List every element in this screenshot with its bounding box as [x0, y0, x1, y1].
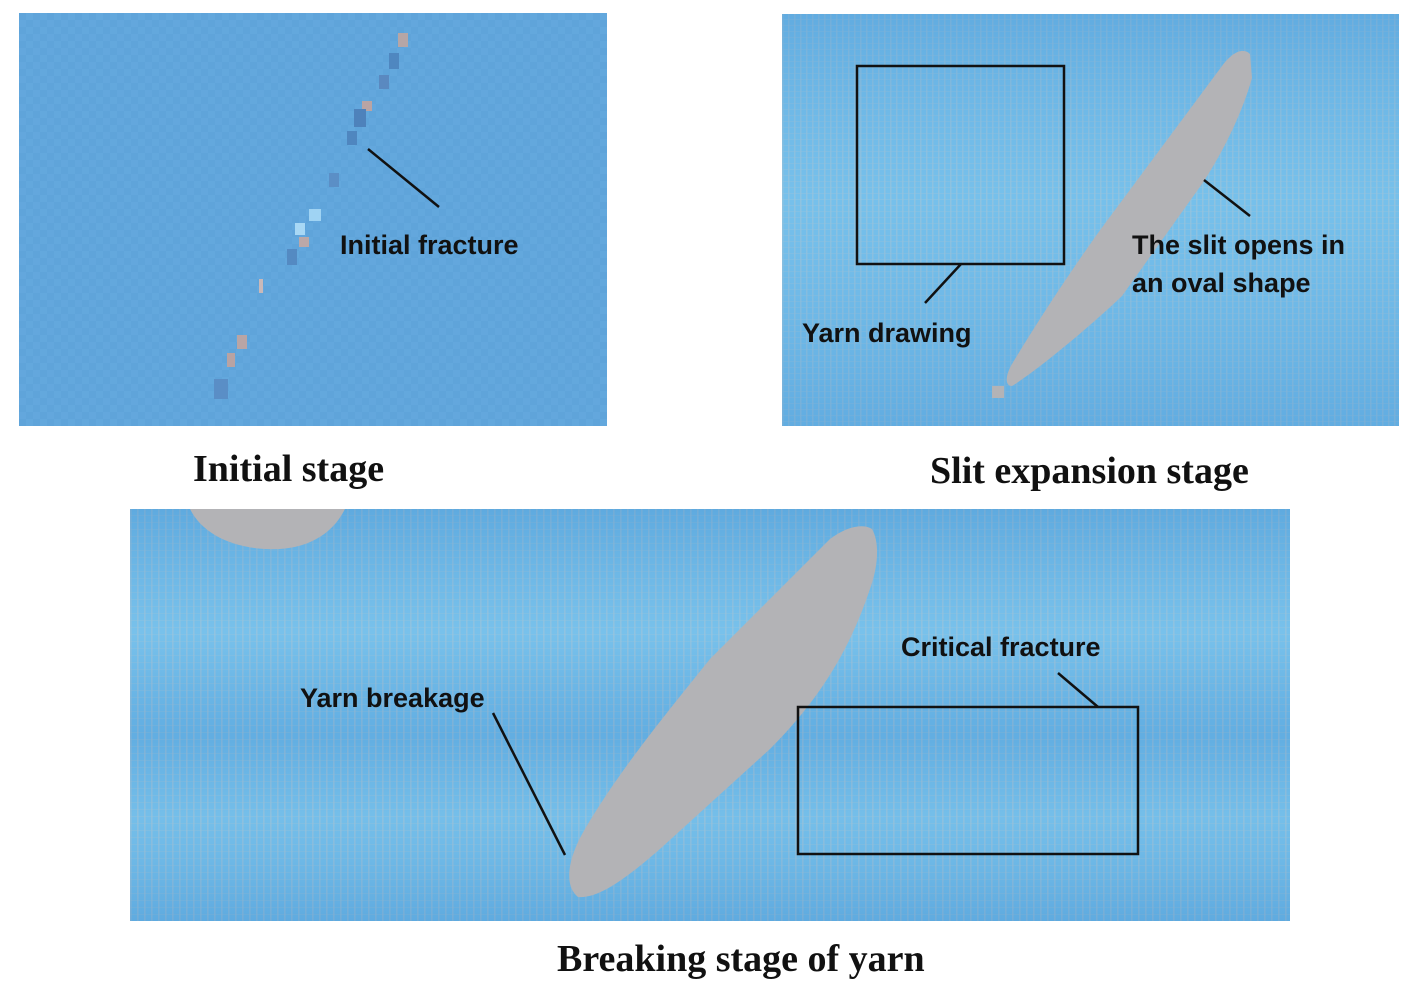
slit-expansion-caption: Slit expansion stage [930, 450, 1249, 492]
initial-stage-caption: Initial stage [193, 448, 385, 490]
slit-expansion-image [782, 14, 1399, 426]
critical-fracture-box [796, 705, 1140, 856]
hole-shape [190, 509, 345, 550]
broken-slit-shape [569, 526, 878, 898]
yarn-breakage-leader [491, 712, 567, 856]
slit-shape [1006, 50, 1252, 387]
breaking-stage-caption: Breaking stage of yarn [557, 938, 925, 980]
yarn-drawing-leader [924, 263, 962, 304]
slit-opens-label-line1: The slit opens in [1132, 230, 1346, 260]
slit-opens-label-line2: an oval shape [1132, 268, 1311, 298]
slit-leader [1203, 179, 1251, 217]
yarn-drawing-label: Yarn drawing [802, 318, 972, 348]
initial-fracture-leader [367, 148, 440, 208]
initial-stage-image [19, 13, 607, 426]
critical-fracture-leader [1057, 672, 1099, 708]
yarn-breakage-label: Yarn breakage [300, 683, 485, 713]
slit-expansion-panel: The slit opens in an oval shape Yarn dra… [782, 14, 1399, 426]
initial-stage-panel: Initial fracture [19, 13, 607, 426]
initial-crack [214, 33, 408, 399]
critical-fracture-label: Critical fracture [901, 632, 1101, 662]
initial-fracture-label: Initial fracture [340, 230, 519, 260]
breaking-stage-panel: Yarn breakage Critical fracture [130, 509, 1290, 921]
breaking-stage-image [130, 509, 1290, 921]
